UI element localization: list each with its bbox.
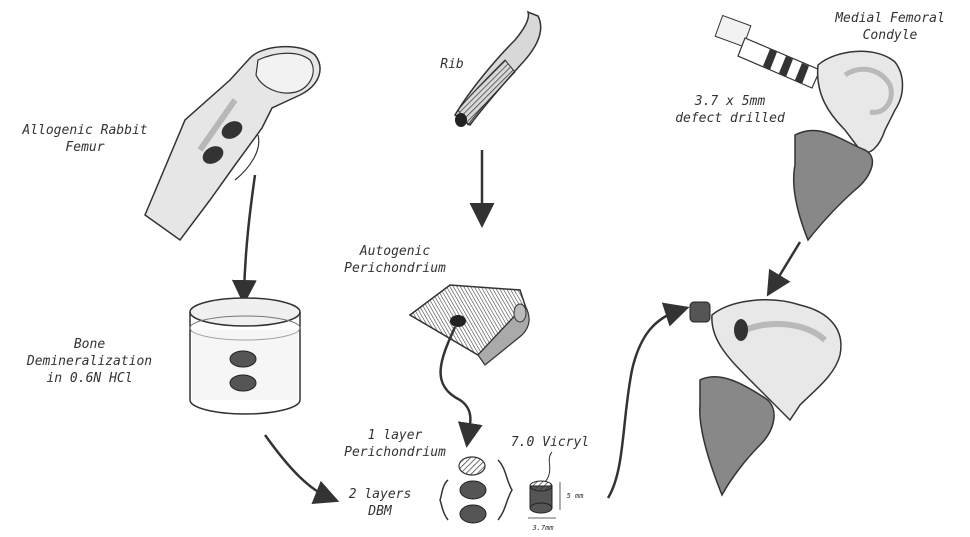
composite-graft-drawing — [528, 452, 560, 518]
dbm-layer-disc-1 — [460, 481, 486, 499]
bone-demin-line2: Demineralization — [2, 353, 177, 370]
implanted-knee-drawing — [690, 300, 841, 495]
bone-demin-line3: in 0.6N HCl — [2, 370, 177, 387]
dbm-disc-2 — [230, 375, 256, 391]
defect-label: 3.7 x 5mm defect drilled — [660, 93, 800, 127]
defect-line2: defect drilled — [660, 110, 800, 127]
right-brace — [498, 460, 512, 520]
arrow-condyle-to-implant — [772, 242, 800, 288]
one-layer-label: 1 layer Perichondrium — [330, 427, 460, 461]
dbm-layer-disc-2 — [460, 505, 486, 523]
drill-drawing — [715, 16, 820, 88]
allogenic-femur-label: Allogenic Rabbit Femur — [5, 122, 165, 156]
rib-label: Rib — [432, 56, 472, 73]
medial-condyle-line2: Condyle — [820, 27, 960, 44]
bone-demineralization-label: Bone Demineralization in 0.6N HCl — [2, 336, 177, 387]
left-brace — [440, 480, 448, 520]
rabbit-femur-drawing — [145, 47, 320, 240]
autogenic-perichondrium-label: Autogenic Perichondrium — [325, 243, 465, 277]
arrow-beaker-to-layers — [265, 435, 330, 498]
perichondrium-layer-disc — [459, 457, 485, 475]
autogenic-line2: Perichondrium — [325, 260, 465, 277]
two-layers-line1: 2 layers — [340, 486, 420, 503]
dimension-width-label: 3.7mm — [528, 520, 558, 537]
layer-stack — [440, 457, 512, 523]
allogenic-femur-line1: Allogenic Rabbit — [5, 122, 165, 139]
graft-plug — [690, 302, 710, 322]
perichondrium-sheet-drawing — [410, 285, 529, 365]
dbm-disc-1 — [230, 351, 256, 367]
beaker-drawing — [190, 298, 300, 414]
one-layer-line2: Perichondrium — [330, 444, 460, 461]
arrow-graft-to-knee — [608, 310, 680, 498]
vicryl-label: 7.0 Vicryl — [505, 434, 595, 451]
one-layer-line1: 1 layer — [330, 427, 460, 444]
bone-demin-line1: Bone — [2, 336, 177, 353]
implanted-plug-hole — [734, 319, 748, 341]
two-layers-line2: DBM — [340, 503, 420, 520]
medial-condyle-label: Medial Femoral Condyle — [820, 10, 960, 44]
medial-condyle-line1: Medial Femoral — [820, 10, 960, 27]
defect-line1: 3.7 x 5mm — [660, 93, 800, 110]
perichondrium-punch — [450, 315, 466, 327]
two-layers-label: 2 layers DBM — [340, 486, 420, 520]
dimension-height-label: 5 mm — [563, 488, 587, 505]
allogenic-femur-line2: Femur — [5, 139, 165, 156]
arrow-femur-to-beaker — [244, 175, 255, 295]
autogenic-line1: Autogenic — [325, 243, 465, 260]
